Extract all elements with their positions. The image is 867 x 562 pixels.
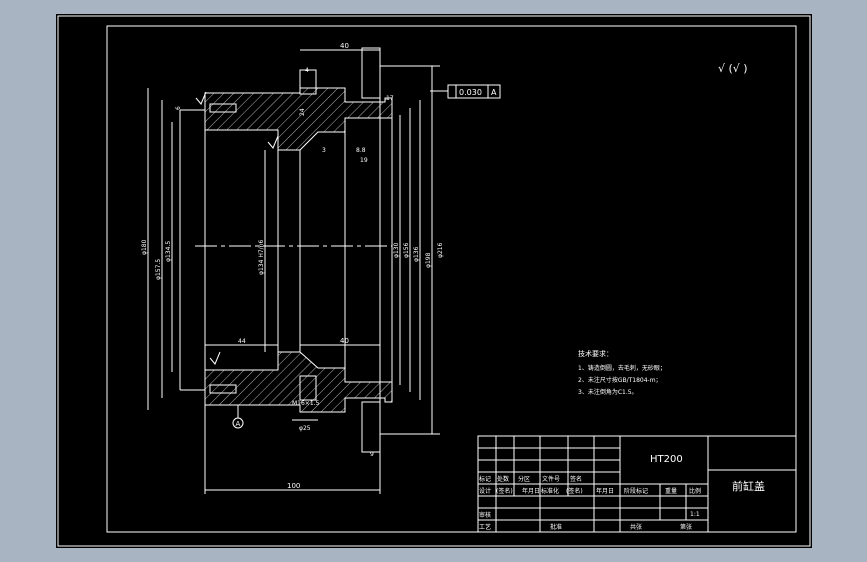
dim-d216: φ216 bbox=[437, 242, 444, 258]
dim-17: 17 bbox=[386, 95, 394, 102]
datum-box bbox=[487, 84, 501, 99]
notes-heading: 技术要求： bbox=[578, 349, 613, 358]
dim-d157: φ157.5 bbox=[155, 259, 162, 280]
roughness-mark-icon bbox=[195, 91, 207, 105]
tb-standard-date: 年月日 bbox=[596, 487, 614, 495]
tb-mark: 标记 bbox=[479, 475, 491, 483]
tolerance-datum: A bbox=[491, 88, 497, 97]
dim-d136: φ136 bbox=[413, 246, 420, 262]
dim-bottom-40: 40 bbox=[340, 337, 349, 345]
dim-4: 4 bbox=[305, 67, 309, 74]
dim-9: 9 bbox=[370, 451, 374, 458]
tb-stage: 阶段标记 bbox=[624, 487, 648, 495]
dim-44: 44 bbox=[238, 338, 246, 345]
dim-100: 100 bbox=[287, 482, 300, 490]
tb-design-date: 年月日 bbox=[522, 487, 540, 495]
part-section-view: A bbox=[147, 47, 440, 494]
tb-review: 审核 bbox=[479, 511, 491, 519]
lower-bolt-hole bbox=[209, 384, 237, 394]
tolerance-value: 0.030 bbox=[459, 88, 482, 97]
tb-design: 设计 bbox=[479, 487, 491, 495]
dim-19: 19 bbox=[360, 157, 368, 164]
tb-process: 工艺 bbox=[479, 523, 491, 531]
drawing-sheet bbox=[56, 14, 812, 548]
lower-rim bbox=[361, 401, 381, 453]
threaded-port bbox=[299, 375, 317, 401]
inner-frame bbox=[106, 25, 797, 533]
sheet-border bbox=[57, 15, 811, 547]
tb-standard-sign: (签名) bbox=[566, 487, 583, 495]
note-item: 3、未注倒角为C1.5。 bbox=[578, 388, 638, 396]
dim-d134-5: φ134.5 bbox=[165, 241, 172, 262]
dim-d134h7: φ134 H7/n6 bbox=[258, 240, 265, 275]
note-item: 1、铸造倒圆，去毛刺，无砂眼； bbox=[578, 364, 666, 372]
tb-approve: 批准 bbox=[550, 523, 562, 531]
upper-rim bbox=[361, 47, 381, 99]
lower-flange-section bbox=[204, 351, 393, 413]
tb-standard: 标准化 bbox=[541, 487, 559, 495]
tolerance-frame: 0.030 A bbox=[430, 84, 501, 99]
roughness-mark-icon bbox=[267, 135, 279, 149]
dim-top-40: 40 bbox=[340, 42, 349, 50]
technical-notes: 技术要求： 1、铸造倒圆，去毛刺，无砂眼； 2、未注尺寸按GB/T1804-m；… bbox=[578, 349, 666, 396]
dim-6: 6 bbox=[175, 106, 182, 110]
tb-zone: 分区 bbox=[518, 475, 530, 483]
dim-8-8: 8.8 bbox=[356, 147, 366, 154]
dim-d180: φ180 bbox=[141, 239, 148, 255]
roughness-mark-icon bbox=[209, 351, 221, 365]
scale-value: 1:1 bbox=[690, 511, 700, 518]
dim-24: 24 bbox=[299, 108, 306, 116]
tb-design-sign: (签名) bbox=[496, 487, 513, 495]
tb-sign: 签名 bbox=[570, 475, 582, 483]
dim-d130: φ130 bbox=[393, 242, 400, 258]
top-port bbox=[299, 69, 317, 95]
note-item: 2、未注尺寸按GB/T1804-m； bbox=[578, 376, 662, 384]
tb-total-sheets: 共张 bbox=[630, 523, 642, 531]
material-label: HT200 bbox=[650, 454, 683, 465]
surface-finish: √ (√ ) bbox=[718, 62, 748, 75]
dim-d198: φ198 bbox=[425, 252, 432, 268]
tb-sheet-no: 第张 bbox=[680, 523, 692, 531]
title-block: HT200 前缸盖 1:1 标记 处数 分区 文件号 签名 设计 (签名) 年月… bbox=[477, 435, 797, 533]
tb-docno: 文件号 bbox=[542, 475, 560, 483]
dim-m16: M16×1.5 bbox=[292, 400, 320, 407]
dim-3: 3 bbox=[322, 147, 326, 154]
drawing-title: 前缸盖 bbox=[732, 479, 765, 493]
upper-bolt-hole bbox=[209, 103, 237, 113]
dim-d156: φ156 bbox=[403, 242, 410, 258]
tb-count: 处数 bbox=[497, 475, 509, 483]
dim-d25: φ25 bbox=[299, 425, 311, 432]
datum-circle bbox=[232, 417, 244, 429]
tb-weight: 重量 bbox=[665, 487, 677, 495]
datum-label: A bbox=[236, 420, 241, 428]
tb-scale: 比例 bbox=[689, 487, 701, 495]
surface-finish-symbol: √ (√ ) bbox=[718, 62, 748, 75]
dimension-labels: 40 40 100 44 φ180 φ157.5 φ134.5 φ134 H7/… bbox=[141, 42, 444, 490]
